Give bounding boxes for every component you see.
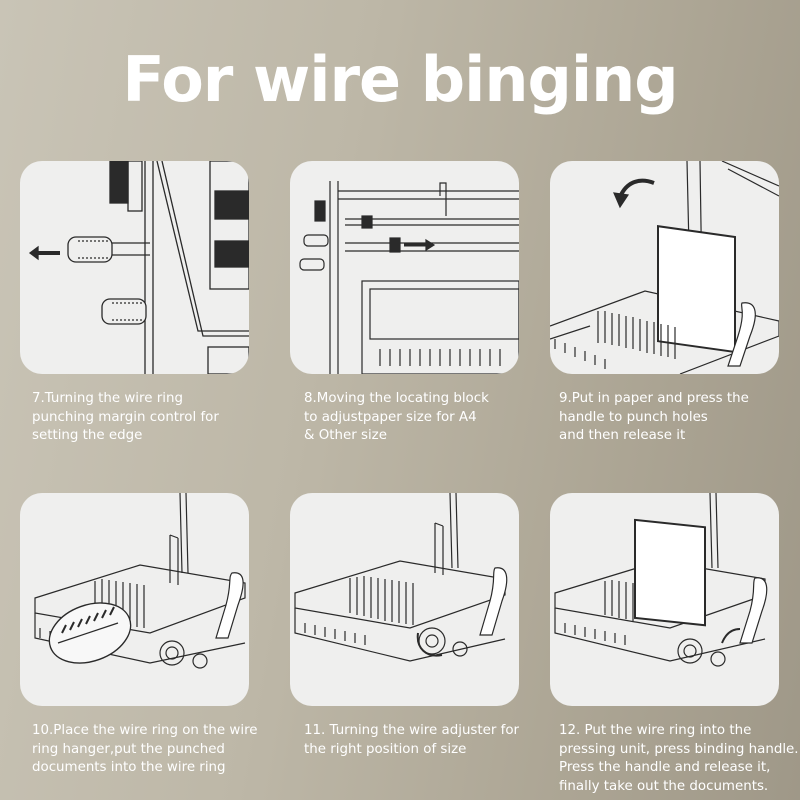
caption-line: 10.Place the wire ring on the wire	[32, 723, 258, 738]
press-arrow-icon	[721, 628, 741, 644]
caption-line: 11. Turning the wire adjuster for	[304, 723, 520, 738]
caption-line: the right position of size	[304, 741, 467, 757]
step-7-illustration	[20, 161, 249, 374]
step-12-illustration	[550, 493, 779, 706]
step-12-caption: 12. Put the wire ring into the pressing …	[559, 722, 800, 796]
caption-line: and then release it	[559, 428, 686, 443]
step-11-caption: 11. Turning the wire adjuster for the ri…	[304, 722, 564, 759]
caption-line: to adjustpaper size for A4	[304, 409, 477, 425]
caption-line: & Other size	[304, 428, 387, 443]
caption-line: documents into the wire ring	[32, 760, 226, 775]
caption-line: Press the handle and release it,	[559, 760, 771, 775]
caption-line: 12. Put the wire ring into the	[559, 723, 752, 738]
caption-line: 7.Turning the wire ring	[32, 391, 183, 406]
step-8-caption: 8.Moving the locating block to adjustpap…	[304, 390, 564, 446]
caption-line: setting the edge	[32, 428, 143, 443]
step-8-illustration	[290, 161, 519, 374]
caption-line: ring hanger,put the punched	[32, 741, 225, 757]
caption-line: handle to punch holes	[559, 409, 708, 425]
step-11-illustration	[290, 493, 519, 706]
caption-line: 9.Put in paper and press the	[559, 391, 749, 406]
caption-line: pressing unit, press binding handle.	[559, 741, 799, 757]
gear-knob-icon	[109, 161, 129, 204]
step-10-caption: 10.Place the wire ring on the wire ring …	[32, 722, 292, 778]
rotate-arrow-icon	[416, 632, 443, 657]
caption-line: 8.Moving the locating block	[304, 391, 489, 406]
caption-line: finally take out the documents.	[559, 778, 769, 794]
step-9-caption: 9.Put in paper and press the handle to p…	[559, 390, 800, 446]
page-title: For wire binging	[122, 43, 678, 116]
step-10-illustration	[20, 493, 249, 706]
step-7-caption: 7.Turning the wire ring punching margin …	[32, 390, 292, 446]
step-9-illustration	[550, 161, 779, 374]
magnifier-inset	[48, 602, 132, 664]
caption-line: punching margin control for	[32, 409, 219, 425]
